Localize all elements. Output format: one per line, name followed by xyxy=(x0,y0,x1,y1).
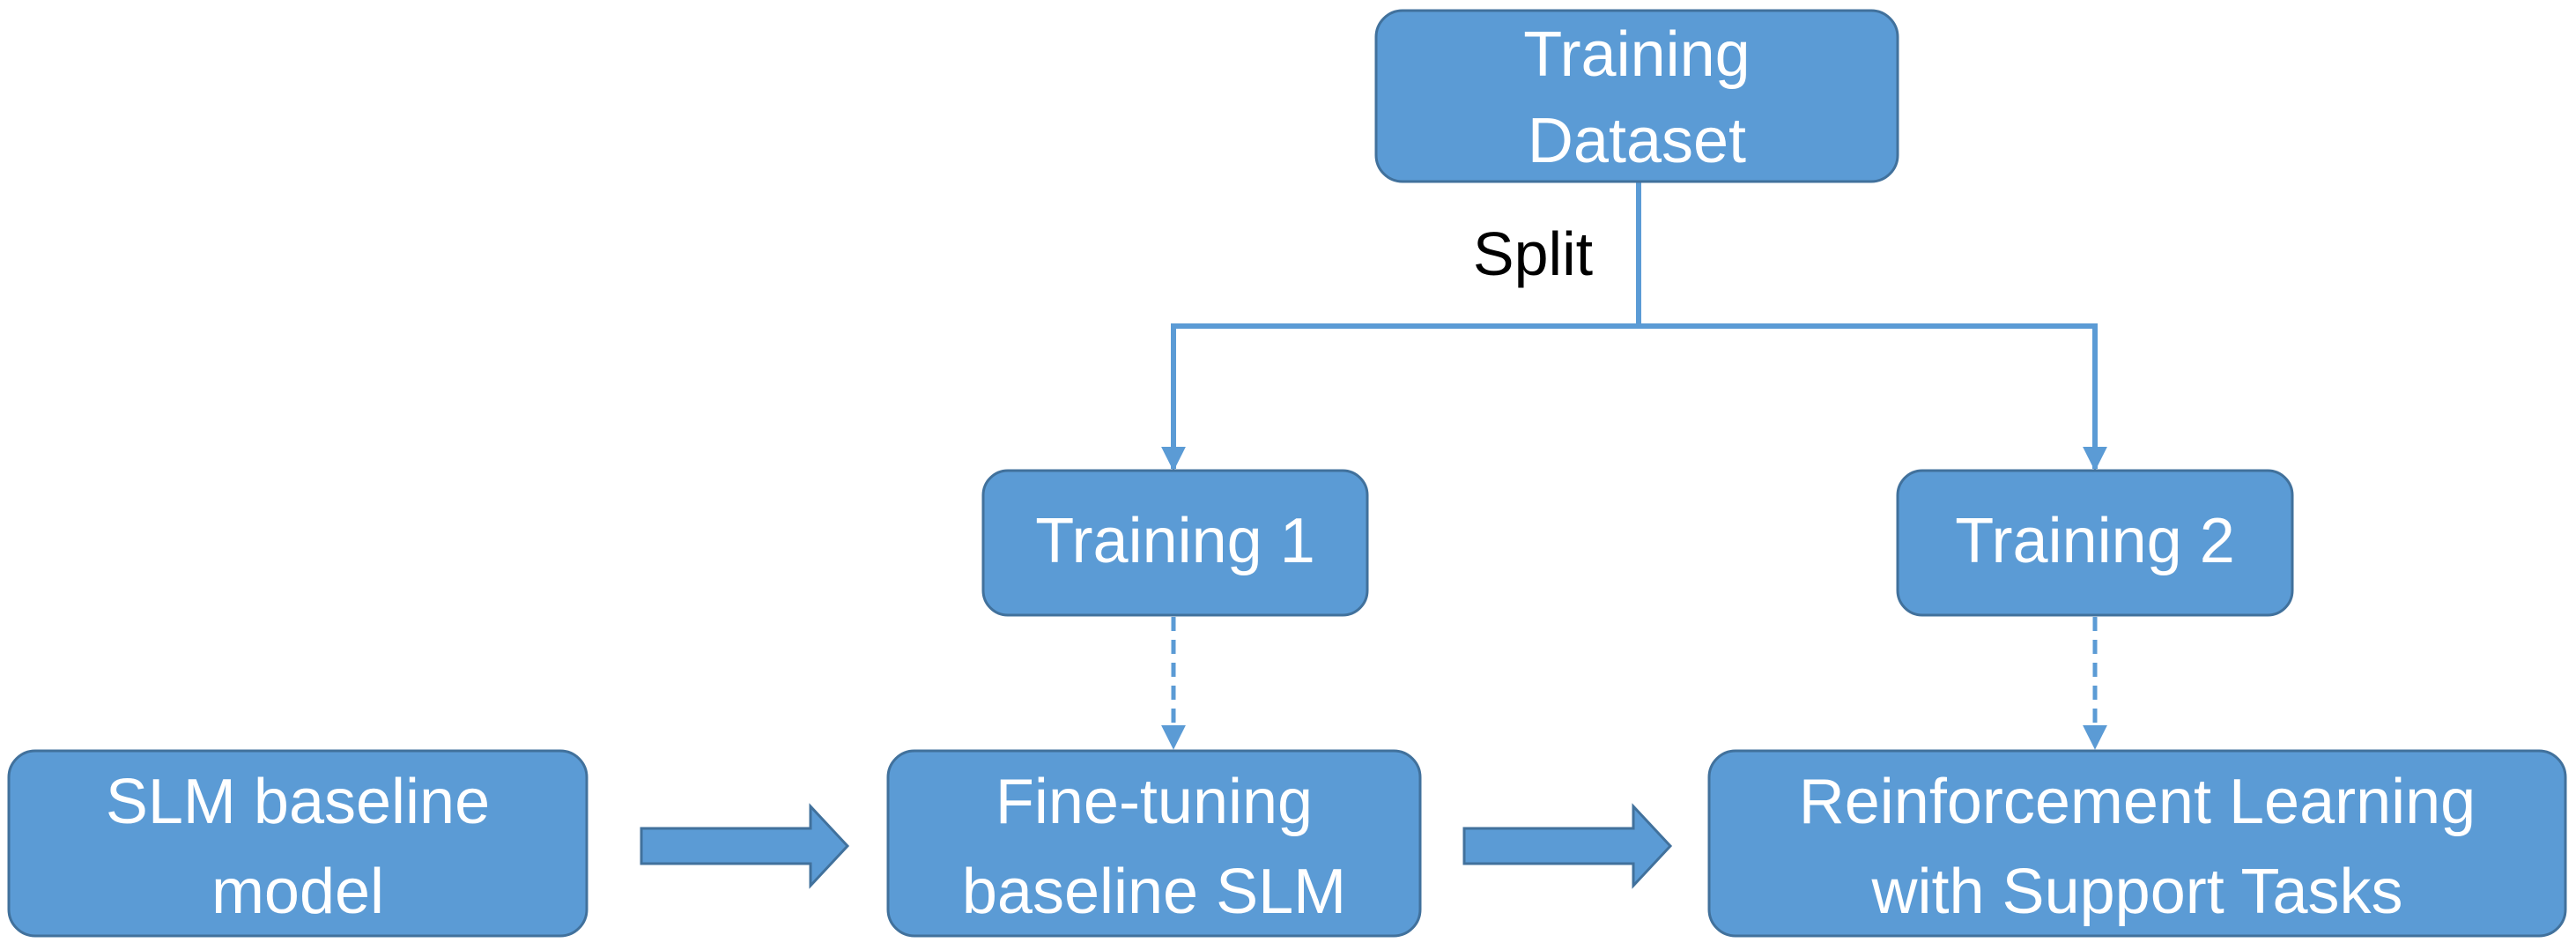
fine-tuning-label-line1: Fine-tuning xyxy=(996,767,1313,837)
training-dataset-box xyxy=(1374,9,1899,183)
slm-baseline-box xyxy=(7,749,588,938)
training-2-label: Training 2 xyxy=(1955,506,2235,576)
split-connector xyxy=(1161,182,2107,471)
fine-tuning-node: Fine-tuning baseline SLM xyxy=(886,749,1422,938)
block-arrow-slm-to-fine-tuning xyxy=(640,803,850,889)
reinforcement-box xyxy=(1707,749,2567,938)
training-dataset-label-line2: Dataset xyxy=(1528,106,1746,176)
slm-baseline-label-line1: SLM baseline xyxy=(106,767,490,837)
dashed-connectors xyxy=(1161,617,2107,750)
fine-tuning-box xyxy=(886,749,1422,938)
block-arrow-fine-tuning-to-reinforcement xyxy=(1462,803,1673,889)
training-1-box xyxy=(981,469,1369,617)
fine-tuning-label-line2: baseline SLM xyxy=(962,857,1346,927)
reinforcement-node: Reinforcement Learning with Support Task… xyxy=(1707,749,2567,938)
reinforcement-label-line2: with Support Tasks xyxy=(1871,857,2403,927)
split-label: Split xyxy=(1473,219,1593,288)
slm-baseline-node: SLM baseline model xyxy=(7,749,588,938)
training-2-box xyxy=(1896,469,2294,617)
reinforcement-label-line1: Reinforcement Learning xyxy=(1799,767,2476,837)
training-2-node: Training 2 xyxy=(1896,469,2294,617)
training-1-node: Training 1 xyxy=(981,469,1369,617)
training-dataset-node: Training Dataset xyxy=(1374,9,1899,183)
training-dataset-label-line1: Training xyxy=(1523,19,1750,90)
slm-baseline-label-line2: model xyxy=(211,857,384,927)
training-1-label: Training 1 xyxy=(1035,506,1315,576)
